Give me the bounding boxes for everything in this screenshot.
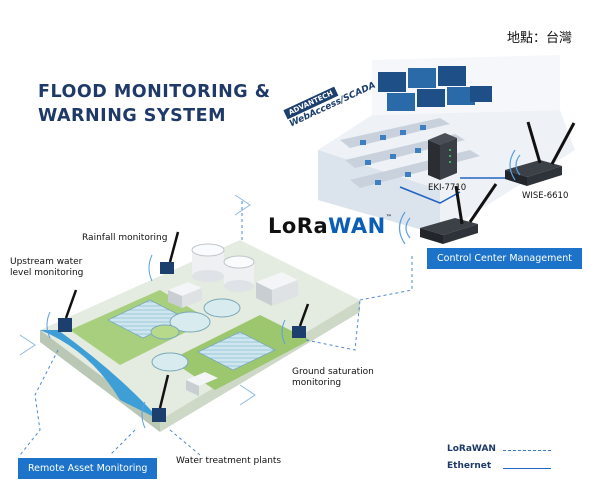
wise-6610-gateway-2: [398, 183, 498, 245]
wise-6610-gateway-1: [505, 121, 576, 186]
lorawan-sensors: [46, 231, 310, 429]
lorawan-logo-wan: WAN: [328, 214, 386, 238]
label-wise-6610: WISE-6610: [522, 191, 569, 201]
label-ground-line-1: Ground saturation: [292, 367, 374, 377]
title-line-2: WARNING SYSTEM: [38, 106, 226, 126]
title-line-1: FLOOD MONITORING &: [38, 82, 271, 102]
lorawan-logo-tm: ™: [385, 214, 393, 221]
sensor-water-plant: [152, 374, 170, 422]
control-room: [318, 55, 575, 235]
video-wall: [378, 66, 492, 111]
page-title: FLOOD MONITORING & WARNING SYSTEM: [38, 80, 298, 128]
sensor-upstream: [58, 289, 78, 332]
legend-lorawan-label: LoRaWAN: [447, 444, 496, 454]
legend-ethernet-label: Ethernet: [447, 461, 492, 471]
lorawan-logo-lora: LoRa: [268, 214, 329, 238]
control-center-button[interactable]: Control Center Management: [427, 248, 582, 269]
eki-7710-switch: [428, 133, 457, 180]
location-label: 地點：台灣: [506, 31, 572, 46]
sensor-ground: [292, 303, 310, 338]
label-water-treatment: Water treatment plants: [176, 456, 282, 466]
water-treatment-plant: [40, 240, 360, 432]
label-upstream-line-2: level monitoring: [10, 268, 84, 278]
label-ground-line-2: monitoring: [292, 378, 342, 388]
label-upstream: Upstream water level monitoring: [10, 257, 83, 279]
lora-leaders: [19, 200, 361, 456]
label-eki-7710: EKI-7710: [428, 183, 467, 193]
legend-ethernet-line: [503, 468, 551, 469]
legend-lorawan-line: [503, 450, 551, 451]
label-rainfall: Rainfall monitoring: [82, 233, 168, 243]
remote-asset-button[interactable]: Remote Asset Monitoring: [18, 458, 158, 479]
sensor-rainfall: [160, 231, 180, 274]
label-ground-saturation: Ground saturation monitoring: [292, 367, 374, 389]
lorawan-logo: LoRaWAN™: [268, 214, 392, 238]
signal-arrows: [19, 194, 256, 406]
storage-silos: [191, 243, 255, 292]
label-upstream-line-1: Upstream water: [10, 257, 83, 267]
